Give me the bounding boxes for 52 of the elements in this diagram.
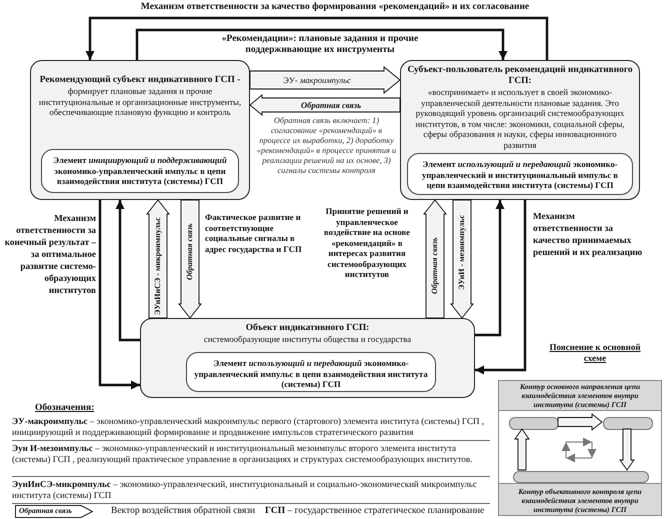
box-heading: Субъект-пользователь рекомендаций индикативного ГСП: (407, 65, 633, 87)
edge-label: Механизм ответственности за конечный результат – за оптимальное развитие системо-образующих институтов (4, 212, 96, 297)
box-text: системообразующие институты общества и государства (202, 334, 412, 344)
block-arrow (450, 200, 474, 319)
arrow (116, 200, 140, 342)
edge-label: «Рекомендации»: плановые задания и прочие поддерживающие их инструменты (220, 34, 420, 57)
rounded-bar (513, 471, 649, 483)
arrow (98, 200, 140, 390)
box-heading: Рекомендующий субъект индикативного ГСП - (38, 75, 242, 86)
edge-label: Обратная связь (184, 222, 195, 282)
arrow (475, 200, 526, 374)
element-box: Элемент использующий и передающий экономико-управленческий и институциональный импульс в цепи взаимодействия института (системы) ГСП (407, 153, 633, 195)
edge-label: Обратная связь (429, 236, 440, 296)
block-arrow (514, 428, 530, 470)
subject-box (400, 60, 640, 200)
rounded-bar (509, 417, 559, 430)
block-arrow (423, 199, 447, 318)
edge-label: ЭУиИиСЭ - микроимпульс (152, 217, 163, 315)
element-box: Элемент инициирующий и поддерживающий экономико-управленческий импульс в цепи взаимодействия института (системы) ГСП (41, 149, 239, 193)
definition-text: ГСП – государственное стратегическое планирование (265, 505, 484, 517)
note-text: Фактическое развитие и соответствующие социальные сигналы в адрес государства и ГСП (205, 212, 303, 254)
element-box: Элемент использующий и передающий экономико-управленческий импульс в цепи взаимодействия института (системы) ГСП (186, 352, 436, 392)
definition-text: Эун И-мезоимпульс – экономико-управленческий и институциональный мезоимпульс второго элемента института (системы) ГСП , реализующий практическое управление в организациях и структурах системообразующих институтов. (12, 443, 474, 465)
legend-heading: Обозначения: (35, 402, 94, 414)
block-arrow (619, 428, 635, 471)
block-arrow (558, 413, 603, 431)
box-heading: Объект индикативного ГСП: (244, 323, 370, 334)
block-arrow (250, 66, 401, 94)
heading-link-text: Пояснение к основной схеме (548, 342, 642, 364)
rounded-bar (603, 417, 653, 430)
block-arrow (249, 94, 400, 116)
edge-label: Механизм ответственности за качество принимаемых решений и их реализацию (533, 210, 643, 259)
box-text: «воспринимает» и использует в своей экономико-управленческой деятельности плановые задания. Это руководящий уровень организаций системообразующих институтов, в том числе: экономики, социальной сферы, сферы образования и науки, сферы инновационного развития (414, 87, 626, 150)
definition-text: ЭУ-макроимпульс – экономико-управленческий макроимпульс первого (стартового) элемента института (системы) ГСП , инициирующий и поддерживающий формирование и продвижение импульсов стратегического развития (12, 416, 486, 438)
subject-box (30, 60, 250, 200)
edge-label: ЭУ- макроимпульс (282, 74, 352, 87)
block-arrow (178, 200, 202, 319)
definition-text: ЭунИнСЭ-микромпульс – экономико-управленческий, институциональный и социально-экономический микроимпульс института (системы) ГСП (12, 479, 478, 501)
object-box (140, 318, 475, 398)
edge-label: Обратная связь (300, 99, 362, 111)
arrow (475, 200, 504, 336)
arrow (86, 16, 548, 60)
block-arrow (146, 199, 170, 318)
edge-label: ЭУиИ - мезоимпульс (456, 213, 467, 292)
legend-text: Вектор воздействия обратной связи (111, 505, 256, 517)
note-text: Обратная связь включает: 1) согласование «рекомендаций» в процессе их выработки, 2) доработку «рекомендаций» в процессе принятия и реализации решений на их основе, 3) сигналы системы контроля (256, 116, 398, 176)
note-text: Принятие решений и управленческое воздействие на основе «рекомендаций» в интересах развития системообразующих институтов (323, 206, 411, 280)
inset-panel (498, 380, 662, 516)
arrow-sample (15, 505, 93, 518)
box-text: формирует плановые задания и прочие институциональные и организационные инструменты, обеспечивающие плановую функцию и контроль (38, 86, 242, 118)
arrow (136, 28, 508, 60)
edge-label: Механизм ответственности за качество формирования «рекомендаций» и их согласование (140, 2, 530, 14)
